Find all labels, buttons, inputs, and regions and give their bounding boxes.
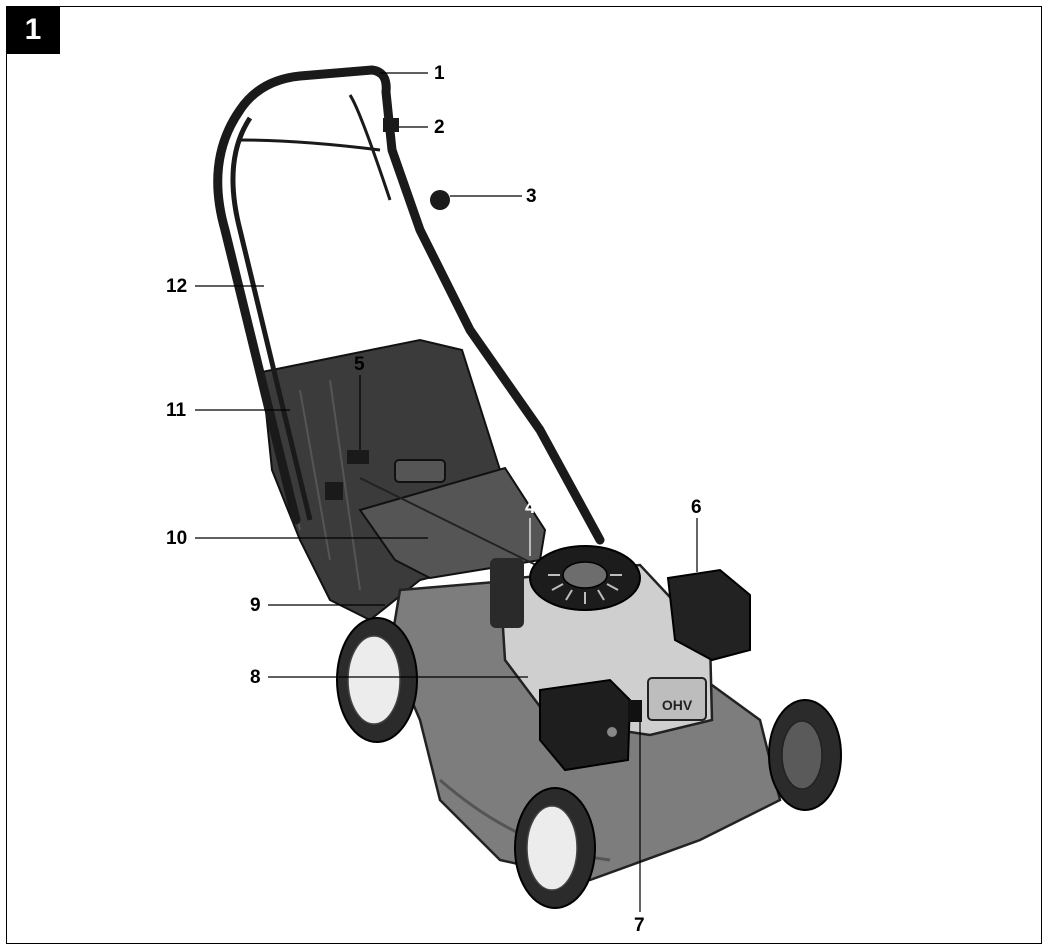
callout-7: 7 [634,915,645,936]
leader-lines [195,72,698,912]
callout-2: 2 [434,117,445,138]
callout-9: 9 [250,595,261,616]
callout-6: 6 [691,497,702,518]
callout-12: 12 [166,276,188,297]
air-filter-box [666,568,751,662]
callout-5: 5 [354,354,365,375]
callout-8: 8 [250,667,261,688]
callout-10: 10 [166,528,188,549]
figure-number-tab: 1 [6,6,60,54]
rear-wheel [336,617,418,743]
callout-11: 11 [166,400,187,421]
push-handle [213,65,605,545]
callout-3: 3 [526,186,537,207]
figure-frame [6,6,1042,944]
muffler [539,678,632,772]
figure-number: 1 [24,13,42,46]
front-wheel-right [768,699,842,811]
callout-4: 4 [525,497,536,518]
engine-badge-text: OHV [662,697,693,713]
front-wheel-left [514,787,596,909]
callout-1: 1 [434,63,445,84]
